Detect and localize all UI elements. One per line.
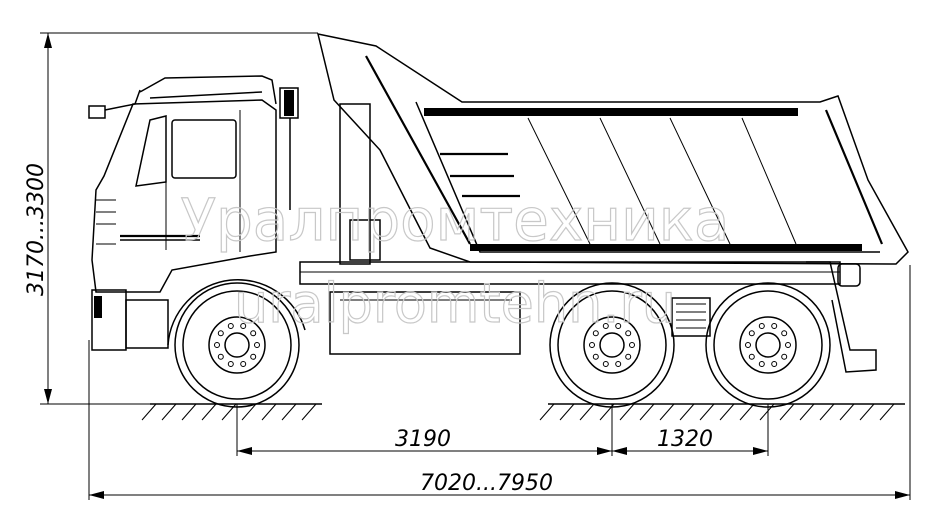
watermark-line-1: Уралпромтехника	[181, 186, 730, 254]
watermark-line-2: uralpromtehn.ru	[234, 272, 676, 335]
watermark: Уралпромтехника uralpromtehn.ru	[180, 185, 730, 335]
height-label: 3170...3300	[24, 163, 49, 296]
wheelbase-front-label: 3190	[395, 427, 451, 452]
truck-cab	[88, 75, 299, 351]
wheel-rear-2	[705, 282, 831, 408]
height-dimension: 3170...3300	[24, 32, 318, 405]
wheelbase-dimensions: 3190 1320	[236, 404, 769, 456]
wheelbase-rear-label: 1320	[657, 427, 713, 452]
ground-hatching	[141, 403, 905, 421]
overall-length-label: 7020...7950	[420, 471, 553, 496]
length-dimension: 7020...7950	[88, 265, 911, 500]
dump-body	[316, 33, 909, 265]
